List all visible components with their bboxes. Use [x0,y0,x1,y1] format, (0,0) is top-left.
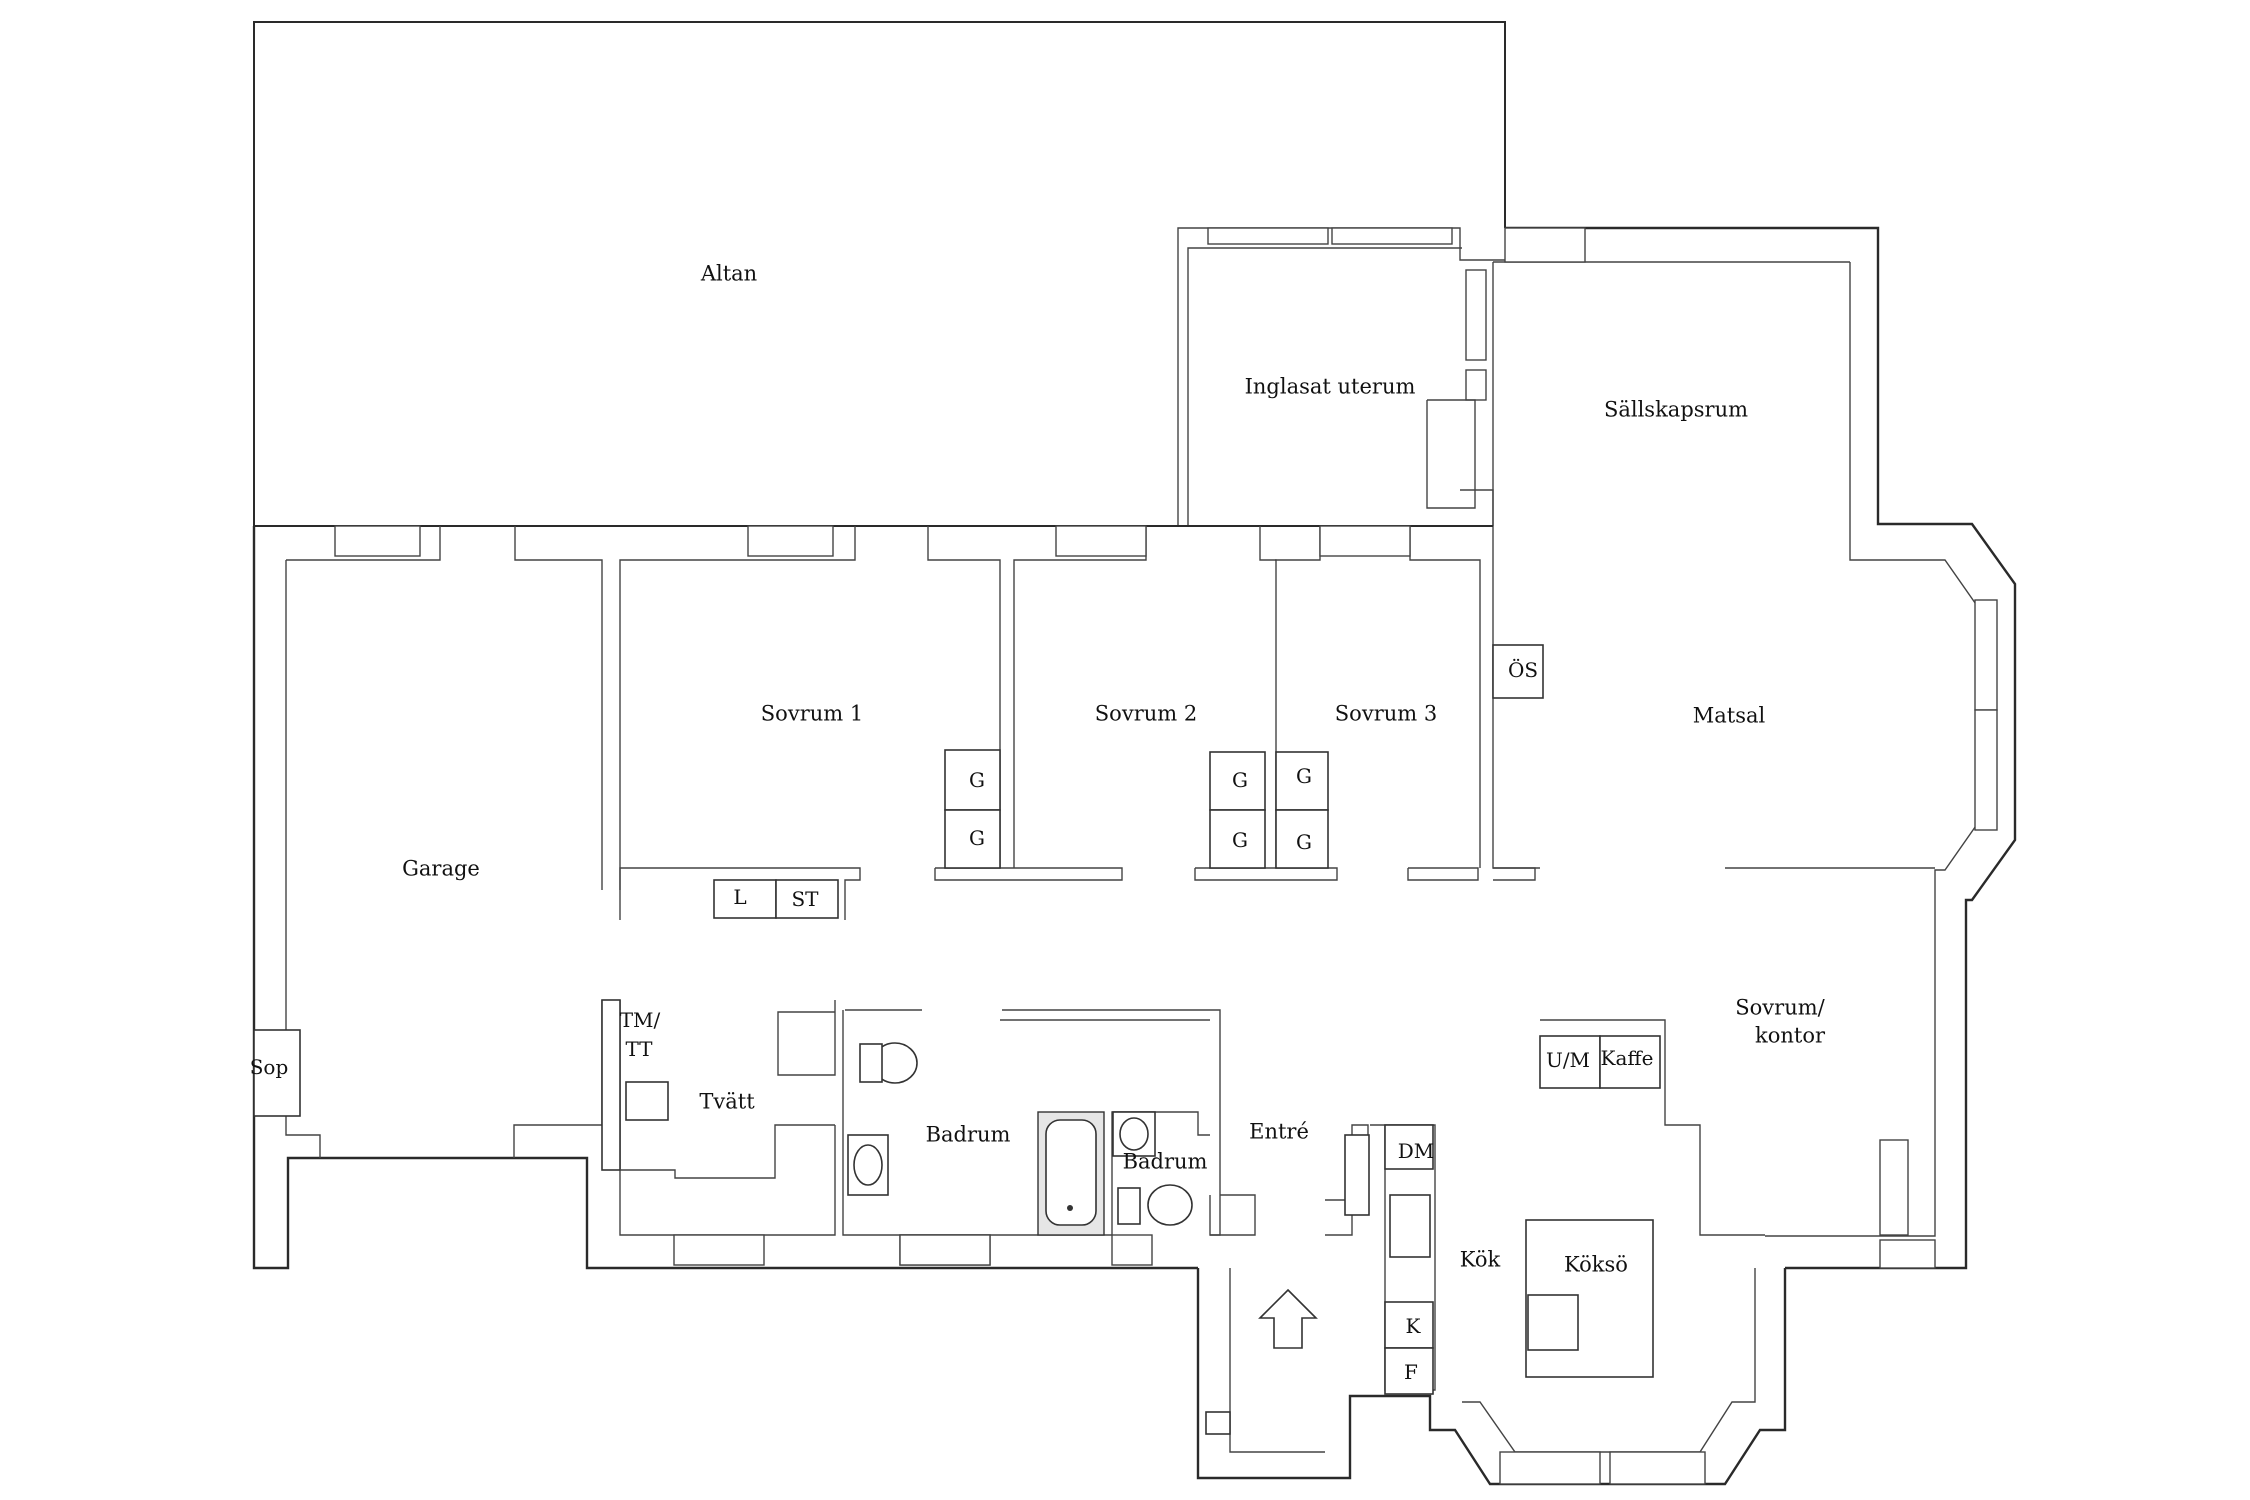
sunroom-walls [1177,227,1505,526]
fixture-label-dm: DM [1397,1139,1435,1163]
fixture-label-tm-tt-line1: TM/ [619,1008,661,1032]
room-label-sovrum-2: Sovrum 2 [1094,701,1198,726]
room-label-entre: Entré [1249,1119,1309,1144]
fixture-label-wardrobe: G [969,768,985,792]
bedroom-band-walls [254,525,1536,920]
room-label-tvatt: Tvätt [699,1089,755,1114]
fixture-label-wardrobe: G [1232,828,1248,852]
closets [713,749,1329,919]
bathroom-walls [842,1009,1221,1266]
fixture-label-wardrobe: G [1232,768,1248,792]
room-label-inglasat-uterum: Inglasat uterum [1244,374,1416,399]
altan-outline [253,21,1506,526]
fixture-label-wardrobe: G [969,826,985,850]
room-label-altan: Altan [700,261,758,286]
exterior-walls [252,226,2017,1486]
room-label-matsal: Matsal [1692,703,1766,728]
room-label-sovrum-1: Sovrum 1 [760,701,864,726]
room-label-badrum-1: Badrum [925,1122,1011,1147]
room-label-sallskapsrum: Sällskapsrum [1603,397,1749,422]
fixture-label-l: L [733,885,747,909]
room-label-badrum-2: Badrum [1122,1149,1208,1174]
fixture-label-wardrobe: G [1296,764,1312,788]
room-label-sovrum-kontor-line2: kontor [1754,1023,1826,1048]
fixture-label-f: F [1404,1360,1418,1384]
fixture-label-tm-tt-line2: TT [625,1037,653,1061]
entrance-kitchen-walls [1205,1019,1936,1485]
room-label-sop: Sop [249,1055,289,1079]
room-label-sovrum-kontor-line1: Sovrum/ [1735,995,1825,1020]
fixture-label-k: K [1405,1314,1421,1338]
room-label-sovrum-3: Sovrum 3 [1334,701,1438,726]
room-label-kok: Kök [1459,1247,1501,1272]
fixture-label-um: U/M [1545,1048,1591,1072]
room-label-garage: Garage [402,856,480,881]
fixture-label-wardrobe: G [1296,830,1312,854]
room-label-kokso: Köksö [1564,1252,1628,1277]
fixture-label-st: ST [791,887,819,911]
fixture-label-os: ÖS [1507,658,1539,682]
living-walls [1492,227,1998,869]
fixture-label-kaffe: Kaffe [1600,1046,1654,1070]
garage-laundry-walls [253,999,991,1266]
